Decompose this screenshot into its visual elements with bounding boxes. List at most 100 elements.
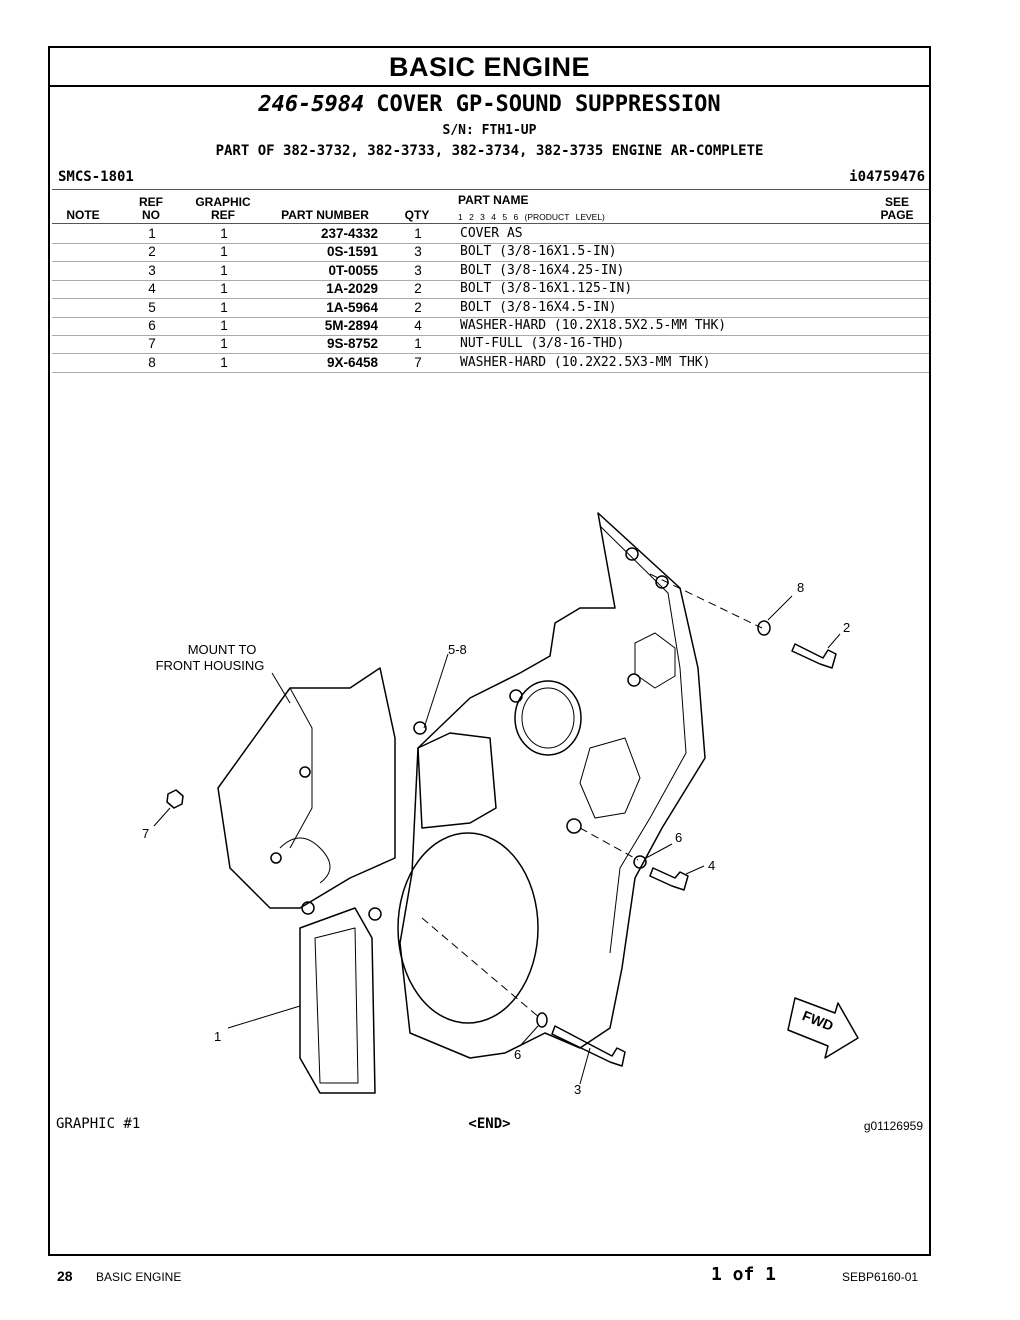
col-product-level: 1 2 3 4 5 6 (PRODUCT LEVEL) xyxy=(458,212,605,222)
lower-block-face xyxy=(314,927,359,1084)
washer-6 xyxy=(633,855,647,869)
leader-4 xyxy=(685,865,705,875)
axis-line xyxy=(421,917,541,1019)
callout-mount: MOUNT TO xyxy=(188,642,257,657)
section-title: BASIC ENGINE xyxy=(388,52,591,82)
graphic-label: GRAPHIC #1 xyxy=(56,1116,141,1132)
part-name-cell: BOLT (3/8-16X1.125-IN) xyxy=(460,281,633,297)
ref-no-cell: 8 xyxy=(148,354,156,370)
exploded-view-illustration: MOUNT TO FRONT HOUSING 5-8 8 2 6 4 7 1 6… xyxy=(142,512,859,1097)
axis-line xyxy=(649,573,763,629)
table-top-rule xyxy=(52,189,929,190)
part-name-cell: BOLT (3/8-16X4.25-IN) xyxy=(460,262,625,278)
footer-section: BASIC ENGINE xyxy=(96,1270,182,1284)
col-ref-1: REF xyxy=(139,195,163,209)
group-title: 246-5984 COVER GP-SOUND SUPPRESSION xyxy=(50,92,929,117)
callout-3: 3 xyxy=(574,1082,581,1097)
bolt-hole xyxy=(509,689,523,703)
part-number-link[interactable]: 1A-5964 xyxy=(326,299,378,315)
graphic-id: g01126959 xyxy=(863,1119,923,1133)
graphic-ref-cell: 1 xyxy=(220,226,228,241)
leader-6a xyxy=(645,843,673,859)
group-part-number[interactable]: 246-5984 xyxy=(258,92,365,117)
bolt-2 xyxy=(791,643,837,669)
washer-8 xyxy=(757,620,771,636)
left-shroud-notch xyxy=(279,837,331,884)
leader-3 xyxy=(579,1047,591,1085)
bolt-hole xyxy=(301,901,315,915)
bolt-hole xyxy=(368,907,382,921)
footer-page-of: 1 of 1 xyxy=(711,1264,777,1285)
group-name: COVER GP-SOUND SUPPRESSION xyxy=(376,92,721,117)
col-see-2: PAGE xyxy=(880,208,914,222)
part-number-link[interactable]: 9S-8752 xyxy=(326,336,378,352)
col-part-number: PART NUMBER xyxy=(281,208,369,222)
col-graphic-1: GRAPHIC xyxy=(195,195,251,209)
callout-4: 4 xyxy=(708,858,715,873)
bolt-3 xyxy=(551,1025,626,1067)
washer-6-lower xyxy=(536,1012,548,1028)
callout-6b: 6 xyxy=(514,1047,521,1062)
qty-cell: 7 xyxy=(414,354,422,370)
upper-port xyxy=(514,680,582,756)
part-name-cell: COVER AS xyxy=(460,226,523,241)
qty-cell: 2 xyxy=(414,281,422,297)
callout-mount-2: FRONT HOUSING xyxy=(156,658,265,673)
part-number-link[interactable]: 9X-6458 xyxy=(326,354,378,370)
qty-cell: 3 xyxy=(414,262,422,278)
qty-cell: 1 xyxy=(414,336,422,352)
part-number-link[interactable]: 0T-0055 xyxy=(328,262,378,278)
col-see-1: SEE xyxy=(884,195,909,209)
col-graphic-2: REF xyxy=(211,208,235,222)
fwd-arrow xyxy=(787,997,859,1059)
col-qty: QTY xyxy=(404,208,430,222)
header-divider xyxy=(50,85,929,87)
bolt-hole xyxy=(413,721,427,735)
smcs-code: SMCS-1801 xyxy=(58,169,134,185)
col-note: NOTE xyxy=(66,208,100,222)
callout-8: 8 xyxy=(797,580,804,595)
qty-cell: 3 xyxy=(414,244,422,260)
callout-2: 2 xyxy=(843,620,850,635)
part-name-cell: BOLT (3/8-16X1.5-IN) xyxy=(460,244,617,260)
part-name-cell: WASHER-HARD (10.2X18.5X2.5-MM THK) xyxy=(460,318,727,333)
large-opening xyxy=(397,832,539,1024)
leader-7 xyxy=(153,807,171,827)
bolt-hole xyxy=(299,766,311,778)
leader-2 xyxy=(827,633,841,649)
graphic-ref-cell: 1 xyxy=(220,336,228,352)
graphic-ref-cell: 1 xyxy=(220,262,228,278)
part-name-cell: NUT-FULL (3/8-16-THD) xyxy=(460,336,625,352)
leader-8 xyxy=(767,595,793,621)
bolt-hole xyxy=(566,818,582,834)
graphic-ref-cell: 1 xyxy=(220,318,228,333)
col-ref-2: NO xyxy=(142,208,160,222)
left-shroud xyxy=(217,667,396,909)
left-shroud-edge xyxy=(289,687,313,849)
part-number-link[interactable]: 1A-2029 xyxy=(326,281,378,297)
table-header-rule xyxy=(52,223,929,224)
part-of-line: PART OF 382-3732, 382-3733, 382-3734, 38… xyxy=(215,143,764,159)
part-number-link[interactable]: 5M-2894 xyxy=(324,318,378,333)
callout-1: 1 xyxy=(214,1029,221,1044)
graphic-ref-cell: 1 xyxy=(220,299,228,315)
col-part-name: PART NAME xyxy=(458,193,529,207)
cover-plate xyxy=(399,512,706,1059)
ref-no-cell: 1 xyxy=(148,226,156,241)
axis-line xyxy=(579,827,639,861)
leader-mount xyxy=(271,672,291,704)
nut-7 xyxy=(166,789,184,809)
bolt-hole xyxy=(625,547,639,561)
part-number-link[interactable]: 0S-1591 xyxy=(326,244,378,260)
upper-port-inner xyxy=(521,687,575,749)
part-number-link[interactable]: 237-4332 xyxy=(320,226,378,241)
footer-doc-id: SEBP6160-01 xyxy=(842,1270,919,1284)
footer-page-number: 28 xyxy=(57,1268,73,1284)
hex-boss xyxy=(634,632,676,689)
bolt-4 xyxy=(649,867,689,891)
qty-cell: 2 xyxy=(414,299,422,315)
